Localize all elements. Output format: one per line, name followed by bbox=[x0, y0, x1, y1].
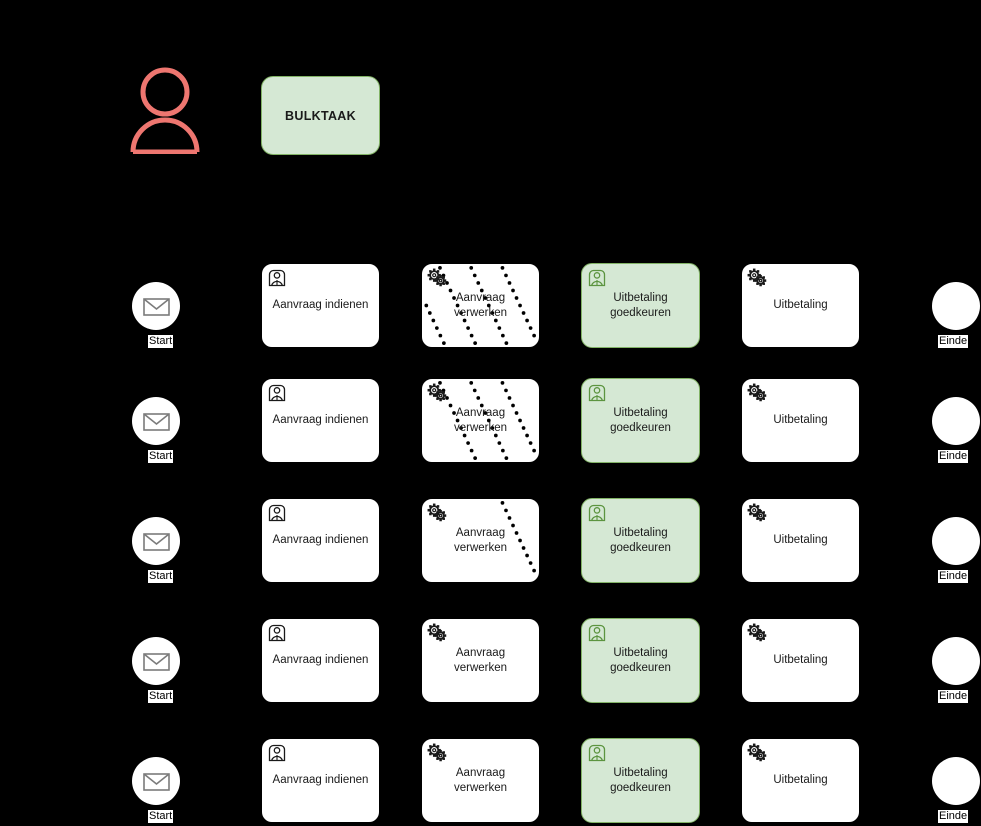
user-task-icon bbox=[267, 383, 287, 403]
end-event-label: Einde bbox=[938, 450, 969, 463]
task-box[interactable]: Aanvraag verwerken bbox=[421, 378, 540, 463]
task-box[interactable]: Aanvraag verwerken bbox=[421, 738, 540, 823]
user-task-icon bbox=[587, 623, 607, 643]
end-event-label: Einde bbox=[938, 335, 969, 348]
task-box[interactable]: Uitbetaling bbox=[741, 618, 860, 703]
task-label: Aanvraag verwerken bbox=[453, 646, 508, 674]
user-task-icon bbox=[267, 268, 287, 288]
task-box[interactable]: Aanvraag indienen bbox=[261, 378, 380, 463]
start-event-label: Start bbox=[148, 335, 174, 348]
process-row: Start Aanvraag indienen Aanvraag verwerken… bbox=[0, 263, 981, 349]
start-event-label: Start bbox=[148, 690, 174, 703]
task-box[interactable]: Uitbetaling bbox=[741, 263, 860, 348]
task-box[interactable]: Uitbetaling goedkeuren bbox=[581, 738, 700, 823]
end-event-label: Einde bbox=[938, 690, 969, 703]
end-event[interactable] bbox=[932, 637, 980, 685]
person-icon bbox=[129, 66, 201, 155]
task-label: Uitbetaling bbox=[773, 774, 828, 786]
user-task-icon bbox=[267, 743, 287, 763]
start-event[interactable] bbox=[132, 282, 180, 330]
task-label: Aanvraag indienen bbox=[272, 534, 369, 546]
end-event[interactable] bbox=[932, 757, 980, 805]
end-event-label: Einde bbox=[938, 810, 969, 823]
task-box[interactable]: Uitbetaling goedkeuren bbox=[581, 378, 700, 463]
service-task-icon bbox=[747, 503, 767, 523]
service-task-icon bbox=[427, 383, 447, 403]
task-box[interactable]: Uitbetaling goedkeuren bbox=[581, 263, 700, 348]
task-box[interactable]: Uitbetaling goedkeuren bbox=[581, 618, 700, 703]
start-event[interactable] bbox=[132, 397, 180, 445]
process-row: Start Aanvraag indienen Aanvraag verwerken… bbox=[0, 738, 981, 824]
bulktaak-label: BULKTAAK bbox=[285, 108, 356, 123]
task-box[interactable]: Uitbetaling bbox=[741, 378, 860, 463]
task-label: Aanvraag indienen bbox=[272, 774, 369, 786]
task-box[interactable]: Aanvraag indienen bbox=[261, 618, 380, 703]
service-task-icon bbox=[747, 623, 767, 643]
task-label: Aanvraag verwerken bbox=[453, 291, 508, 319]
task-box[interactable]: Aanvraag indienen bbox=[261, 263, 380, 348]
start-event-label: Start bbox=[148, 570, 174, 583]
task-label: Uitbetaling goedkeuren bbox=[610, 291, 671, 319]
user-task-icon bbox=[587, 503, 607, 523]
end-event-label: Einde bbox=[938, 570, 969, 583]
service-task-icon bbox=[427, 623, 447, 643]
start-event[interactable] bbox=[132, 517, 180, 565]
service-task-icon bbox=[427, 743, 447, 763]
end-event[interactable] bbox=[932, 397, 980, 445]
task-label: Uitbetaling bbox=[773, 299, 828, 311]
user-task-icon bbox=[587, 268, 607, 288]
task-box[interactable]: Aanvraag indienen bbox=[261, 498, 380, 583]
task-label: Aanvraag verwerken bbox=[453, 766, 508, 794]
process-row: Start Aanvraag indienen Aanvraag verwerken… bbox=[0, 378, 981, 464]
task-box[interactable]: Aanvraag verwerken bbox=[421, 263, 540, 348]
task-label: Uitbetaling goedkeuren bbox=[610, 406, 671, 434]
task-box[interactable]: Uitbetaling bbox=[741, 738, 860, 823]
service-task-icon bbox=[747, 743, 767, 763]
task-label: Aanvraag verwerken bbox=[453, 406, 508, 434]
task-box[interactable]: Aanvraag verwerken bbox=[421, 618, 540, 703]
task-label: Uitbetaling goedkeuren bbox=[610, 646, 671, 674]
process-row: Start Aanvraag indienen Aanvraag verwerken… bbox=[0, 498, 981, 584]
service-task-icon bbox=[427, 503, 447, 523]
start-event-label: Start bbox=[148, 810, 174, 823]
service-task-icon bbox=[747, 268, 767, 288]
user-task-icon bbox=[267, 503, 287, 523]
task-label: Aanvraag verwerken bbox=[453, 526, 508, 554]
service-task-icon bbox=[427, 268, 447, 288]
start-event[interactable] bbox=[132, 637, 180, 685]
process-row: Start Aanvraag indienen Aanvraag verwerken… bbox=[0, 618, 981, 704]
user-task-icon bbox=[267, 623, 287, 643]
end-event[interactable] bbox=[932, 517, 980, 565]
start-event[interactable] bbox=[132, 757, 180, 805]
task-label: Aanvraag indienen bbox=[272, 299, 369, 311]
task-label: Uitbetaling bbox=[773, 654, 828, 666]
task-label: Uitbetaling bbox=[773, 534, 828, 546]
end-event[interactable] bbox=[932, 282, 980, 330]
service-task-icon bbox=[747, 383, 767, 403]
task-label: Uitbetaling bbox=[773, 414, 828, 426]
task-box[interactable]: Aanvraag indienen bbox=[261, 738, 380, 823]
task-box[interactable]: Uitbetaling bbox=[741, 498, 860, 583]
user-task-icon bbox=[587, 743, 607, 763]
bulktaak-box[interactable]: BULKTAAK bbox=[261, 76, 380, 155]
task-label: Uitbetaling goedkeuren bbox=[610, 766, 671, 794]
task-box[interactable]: Aanvraag verwerken bbox=[421, 498, 540, 583]
start-event-label: Start bbox=[148, 450, 174, 463]
task-box[interactable]: Uitbetaling goedkeuren bbox=[581, 498, 700, 583]
task-label: Aanvraag indienen bbox=[272, 414, 369, 426]
task-label: Uitbetaling goedkeuren bbox=[610, 526, 671, 554]
user-task-icon bbox=[587, 383, 607, 403]
task-label: Aanvraag indienen bbox=[272, 654, 369, 666]
